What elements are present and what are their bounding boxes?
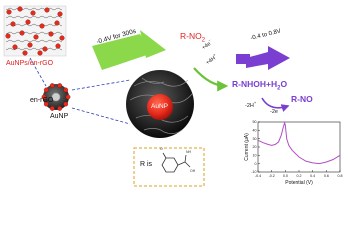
hydroxylamine-subscript: 2	[277, 85, 281, 92]
small-aunp-particle-icon	[41, 83, 71, 111]
protons-2-text: -2H	[245, 102, 254, 109]
y-tick-label: 40	[253, 129, 257, 133]
gold-dot	[39, 23, 45, 29]
x-tick-label: 0.6	[324, 174, 329, 178]
x-tick-label: -0.4	[255, 174, 261, 178]
gold-dot	[19, 30, 25, 36]
gold-dot	[33, 34, 39, 40]
dashed-connectors	[29, 57, 131, 125]
oxidation-curve-arrow	[261, 97, 290, 112]
y-tick-label: 20	[253, 145, 257, 149]
particle-dot	[57, 83, 63, 88]
gold-dot	[55, 43, 61, 49]
gold-dot	[5, 33, 11, 39]
particle-dot	[65, 94, 71, 100]
particle-dot	[43, 87, 49, 93]
x-tick-label: 0.0	[283, 174, 288, 178]
electrons-2-label: -2e	[270, 109, 278, 115]
x-tick-label: 0.2	[297, 174, 302, 178]
rno2-text: R-NO	[180, 31, 202, 41]
rno2-label: R-NO2	[180, 32, 205, 44]
particle-dot	[49, 83, 55, 88]
gold-dot	[12, 44, 18, 50]
gold-dot	[17, 6, 23, 12]
aunp-center-label: AuNP	[151, 103, 168, 110]
gold-dot	[42, 46, 48, 52]
r-group-atom-nh: NH	[186, 150, 192, 154]
r-group-box	[133, 147, 205, 187]
hydroxylamine-text: R-NHOH+H	[232, 79, 278, 89]
particle-dot	[63, 101, 69, 107]
rno2-subscript: 2	[201, 37, 206, 44]
hydroxylamine-label: R-NHOH+H2O	[232, 80, 287, 92]
hydroxylamine-end: O	[280, 79, 288, 89]
gold-dot	[37, 50, 43, 56]
y-tick-label: 10	[253, 154, 257, 158]
gold-dot	[22, 50, 28, 56]
rno-label: R-NO	[291, 94, 313, 104]
gold-nanoparticle-dots	[5, 6, 65, 56]
x-tick-label: 0.4	[310, 174, 315, 178]
electrode-sphere-icon	[126, 70, 194, 138]
gold-dot	[57, 11, 63, 17]
particle-dot	[41, 94, 47, 100]
y-tick-label: 0	[255, 162, 257, 166]
gold-dot	[44, 7, 50, 13]
gold-dot	[59, 35, 65, 41]
gold-dot	[10, 21, 16, 27]
dpv-chart: -0.4 -0.2 0.0 0.2 0.4 0.6 0.8 -10 0 10 20 30 40 50Pot…	[244, 120, 343, 186]
y-axis-label: Current (μA)	[244, 133, 250, 161]
y-tick-label: 30	[253, 137, 257, 141]
x-tick-label: -0.2	[269, 174, 275, 178]
particle-dot	[63, 87, 69, 93]
reduction-curve-arrow	[193, 67, 229, 92]
r-group-atom-o: O	[160, 147, 163, 151]
x-tick-label: 0.8	[338, 174, 343, 178]
oxidation-arrow	[236, 46, 290, 70]
r-group-atom-oh: OH	[190, 169, 196, 173]
dpv-curve	[257, 121, 341, 165]
gold-dot	[27, 42, 33, 48]
gold-dot	[25, 19, 31, 25]
r-group-structure-icon	[161, 152, 191, 173]
particle-dot	[43, 101, 49, 107]
diagram-canvas: O NH OH -0.4 -0.2 0.0 0.2 0.4 0.6 0.8 -10 0 10 20 3…	[3, 5, 343, 187]
gold-dot	[48, 31, 54, 37]
gold-dot	[6, 9, 12, 15]
gold-dot	[54, 20, 60, 26]
y-tick-label: 50	[253, 120, 257, 124]
reduction-arrow	[92, 30, 166, 70]
particle-dot	[57, 106, 63, 111]
protons-2-label: -2H+	[245, 100, 257, 109]
composite-label: AuNPs/en-rGO	[6, 60, 54, 67]
x-axis-label: Potential (V)	[285, 180, 313, 186]
particle-dot	[49, 106, 55, 111]
y-tick-label: -10	[251, 170, 256, 174]
en-rgo-label: en-rGO	[30, 97, 54, 104]
gold-dot	[30, 10, 36, 16]
aunp-small-label: AuNP	[50, 113, 69, 120]
r-is-label: R is	[140, 161, 153, 168]
chart-frame	[257, 121, 341, 173]
